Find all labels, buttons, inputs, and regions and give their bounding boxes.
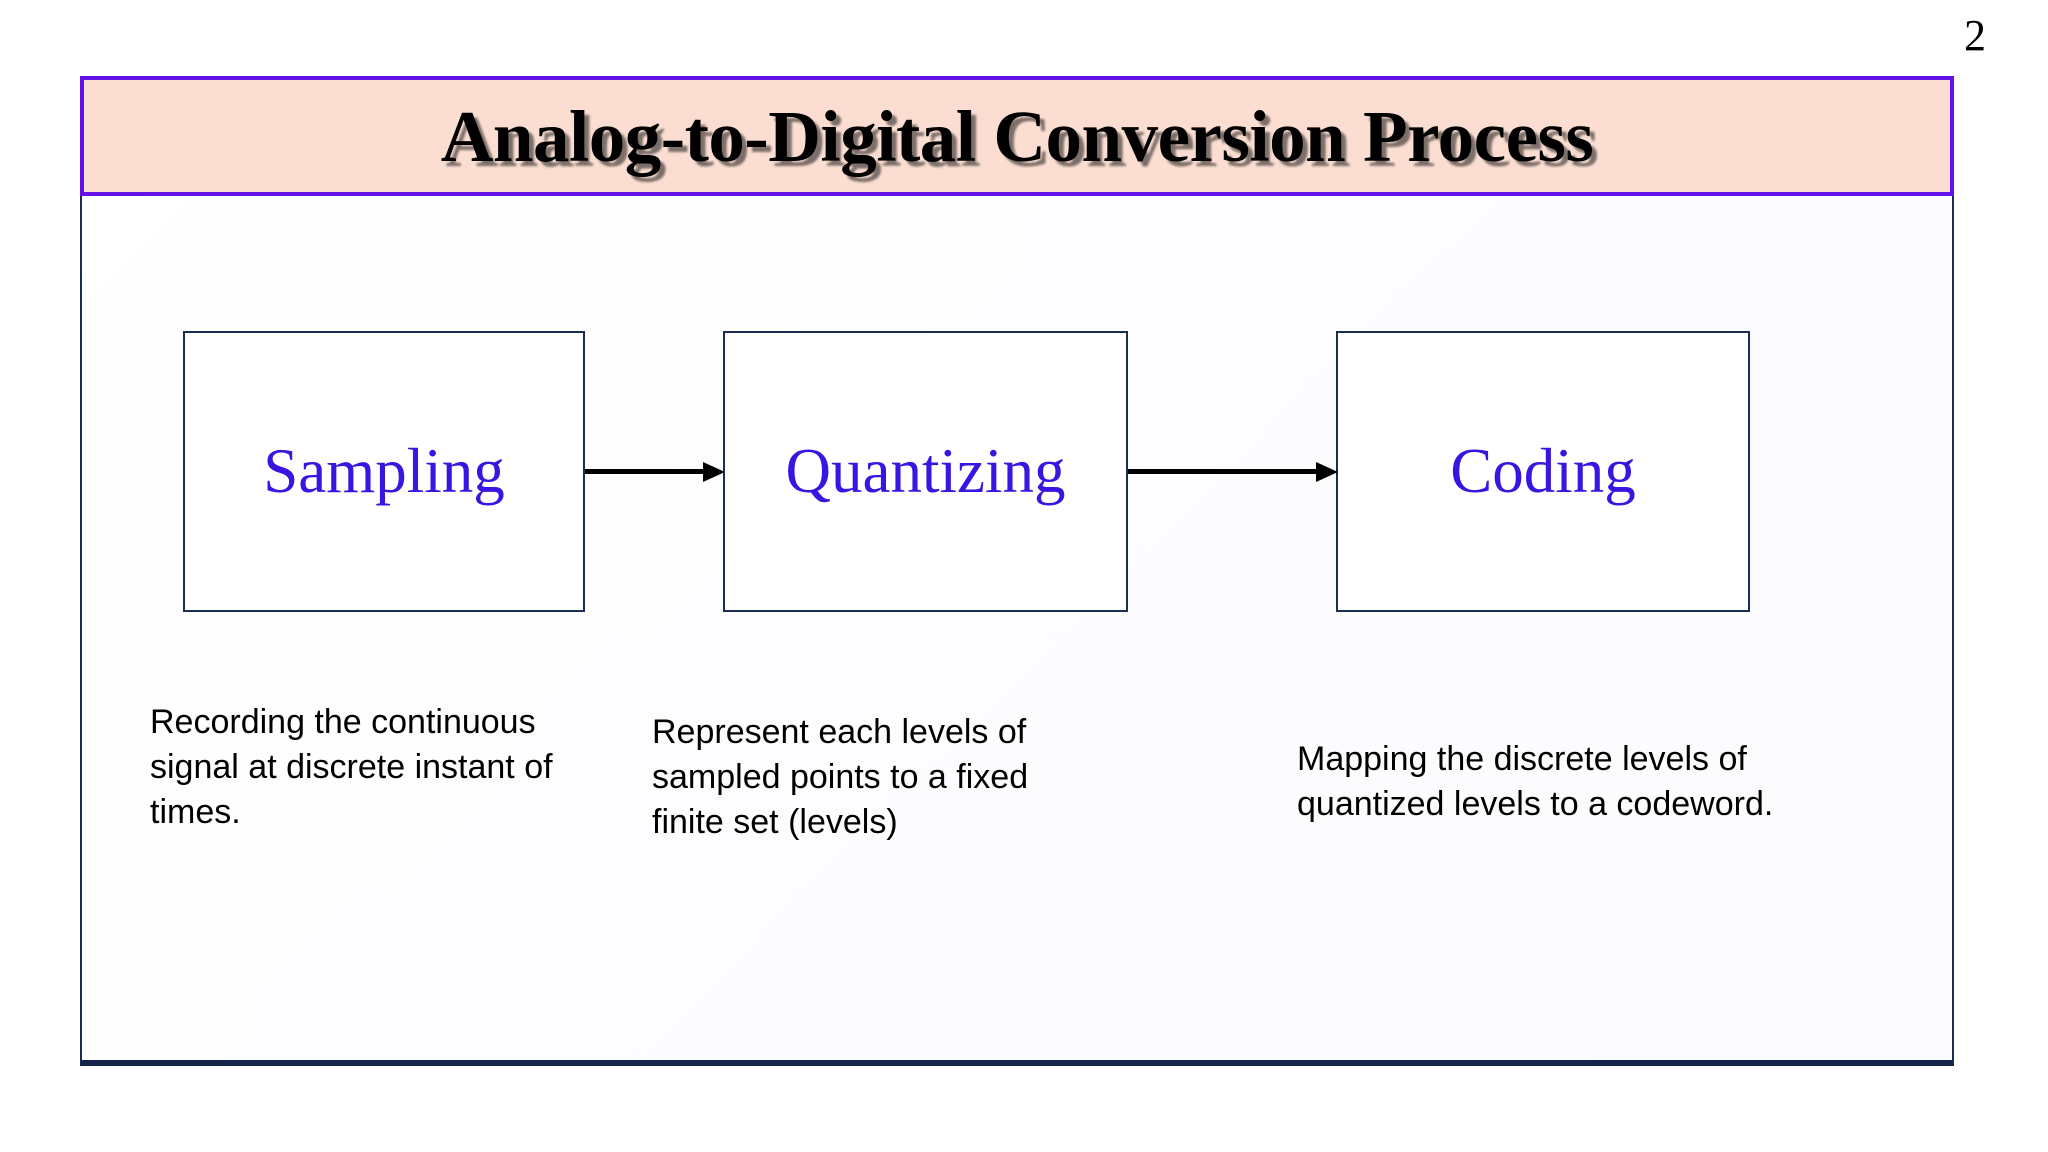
process-box-label: Coding [1450, 436, 1636, 506]
caption-quantizing: Represent each levels of sampled points … [652, 713, 1029, 841]
process-box-quantizing[interactable]: Quantizing [723, 331, 1128, 612]
arrow-shaft [585, 469, 705, 474]
process-box-coding[interactable]: Coding [1336, 331, 1750, 612]
title-bar: Analog-to-Digital Conversion Process [80, 76, 1954, 196]
arrow-shaft [1128, 469, 1318, 474]
page-title: Analog-to-Digital Conversion Process [440, 95, 1594, 177]
caption-sampling: Recording the continuous signal at discr… [150, 703, 553, 831]
page-number: 2 [1964, 11, 1986, 60]
process-box-label: Quantizing [785, 436, 1066, 506]
process-box-sampling[interactable]: Sampling [183, 331, 585, 612]
arrow-head [1316, 462, 1338, 482]
caption-coding: Mapping the discrete levels of quantized… [1297, 740, 1774, 823]
arrow-right-icon-sampling-to-quantizing [585, 462, 725, 482]
arrow-right-icon-quantizing-to-coding [1128, 462, 1338, 482]
arrow-head [703, 462, 725, 482]
process-box-label: Sampling [263, 436, 505, 506]
